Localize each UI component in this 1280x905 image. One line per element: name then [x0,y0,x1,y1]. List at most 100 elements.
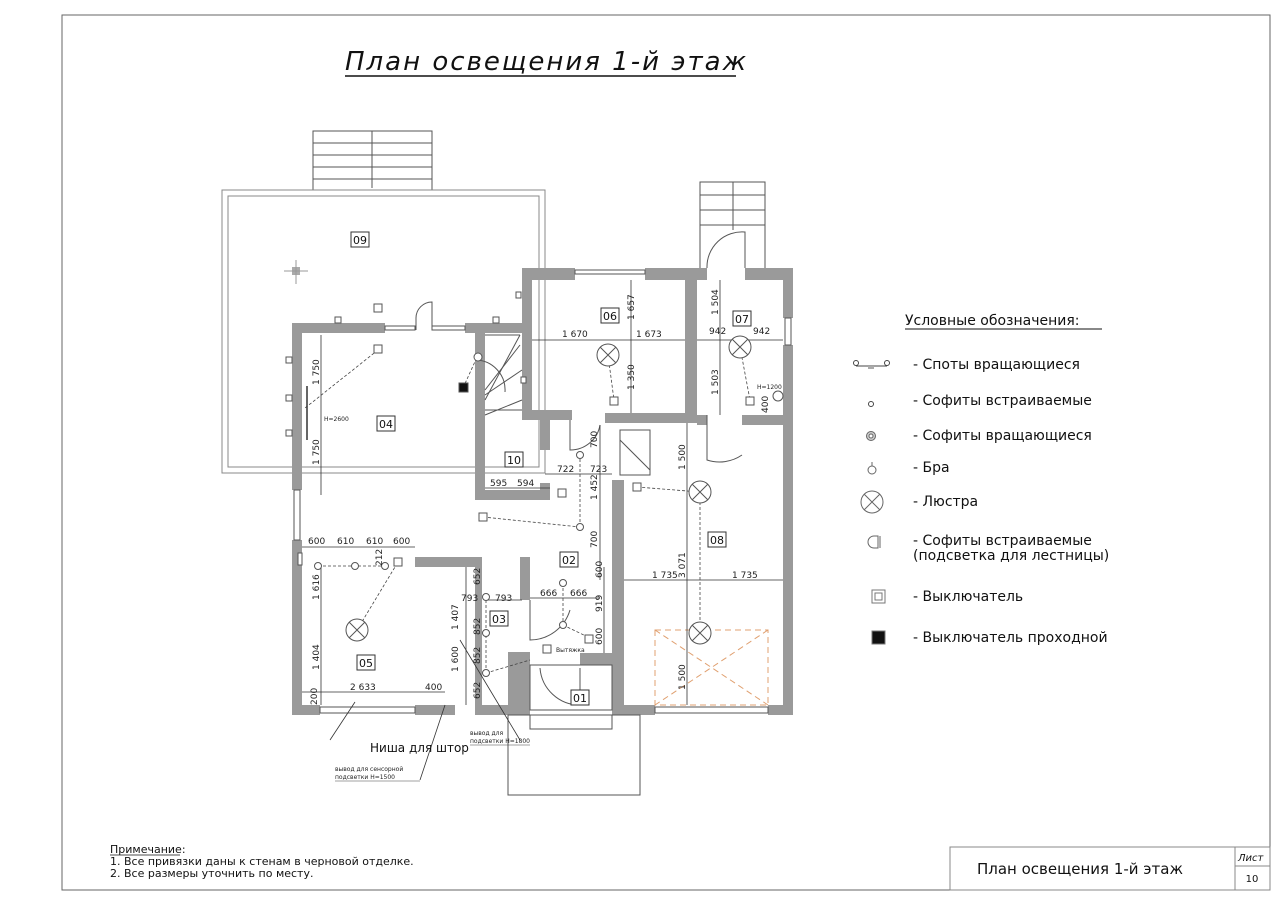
sheet-frame [61,14,1271,891]
chandelier-icons [345,335,752,645]
room-04: 04 [376,415,396,432]
svg-text:10: 10 [507,454,521,467]
chandelier-icon [345,618,369,642]
downlight-icons [314,352,784,677]
walls [292,268,793,715]
svg-text:1 735: 1 735 [732,571,758,581]
svg-text:1 404: 1 404 [312,644,322,670]
entrance-porch [507,664,641,796]
svg-text:942: 942 [753,327,770,337]
svg-text:- Выключатель: - Выключатель [913,589,1023,605]
svg-text:вывод для: вывод для [470,730,504,737]
legend: Условные обозначения: - Споты вращающиес… [853,313,1109,646]
terrace-stairs [312,130,433,191]
svg-text:2. Все размеры уточнить по мес: 2. Все размеры уточнить по месту. [110,867,313,880]
svg-text:200: 200 [310,688,320,705]
svg-text:1 750: 1 750 [312,439,322,465]
floor-plan: 09 04 06 07 10 02 03 05 01 08 1 750 1 75… [221,130,793,796]
title-block-name: План освещения 1-й этаж [977,860,1183,878]
svg-text:07: 07 [735,313,749,326]
interior-stairs [474,334,651,476]
room-09: 09 [350,231,370,248]
svg-text:H=1200: H=1200 [757,384,782,391]
svg-text:подсветки H=1500: подсветки H=1500 [335,774,395,781]
svg-text:400: 400 [425,683,442,693]
svg-text:700: 700 [590,431,600,448]
svg-text:подсветки H=1800: подсветки H=1800 [470,738,530,745]
svg-text:02: 02 [562,554,576,567]
svg-text:600: 600 [308,537,325,547]
garage-hatch-outline [654,629,769,706]
svg-text:723: 723 [590,465,607,475]
svg-text:793: 793 [461,594,478,604]
svg-text:1 670: 1 670 [562,330,588,340]
svg-text:600: 600 [393,537,410,547]
svg-text:1 600: 1 600 [451,646,461,672]
svg-text:1 503: 1 503 [711,369,721,395]
room-labels: 09 04 06 07 10 02 03 05 01 08 [350,231,752,706]
svg-text:Ниша для штор: Ниша для штор [370,741,469,755]
svg-text:- Выключатель проходной: - Выключатель проходной [913,630,1108,646]
terrace-light-icon [284,260,308,284]
room-02: 02 [559,551,579,568]
side-stairs [699,181,766,269]
svg-text:400: 400 [761,396,771,413]
svg-text:595: 595 [490,479,507,489]
recessed-downlight-icon [868,401,874,407]
stair-light-icon [867,535,881,549]
pass-through-switch-icon [871,630,886,645]
svg-text:- Споты вращающиеся: - Споты вращающиеся [913,357,1080,373]
svg-text:- Люстра: - Люстра [913,494,978,510]
svg-text:722: 722 [557,465,574,475]
svg-text:1. Все привязки даны к стенам: 1. Все привязки даны к стенам в черновой… [110,855,414,868]
svg-text:700: 700 [590,531,600,548]
sheet-number: 10 [1246,874,1259,885]
svg-text:- Софиты встраиваемые: - Софиты встраиваемые [913,533,1092,549]
chandelier-icon [596,343,620,367]
chandelier-icon [728,335,752,359]
chandelier-icon [688,621,712,645]
svg-text:(подсветка для лестницы): (подсветка для лестницы) [913,548,1109,564]
wall-sconce-icon [867,462,877,475]
terrace-outline [221,189,546,474]
rotating-downlight-icon [866,431,876,441]
notes: Примечание: 1. Все привязки даны к стена… [110,843,414,880]
room-08: 08 [707,531,727,548]
svg-text:2 633: 2 633 [350,683,376,693]
room-07: 07 [732,310,752,327]
svg-text:852: 852 [473,618,483,635]
svg-text:H=2600: H=2600 [324,416,349,423]
svg-text:610: 610 [366,537,383,547]
svg-text:919: 919 [595,595,605,612]
svg-text:1 500: 1 500 [678,444,688,470]
sheet-label: Лист [1237,853,1265,864]
svg-text:Вытяжка: Вытяжка [556,647,585,654]
svg-text:1 735: 1 735 [652,571,678,581]
svg-text:1 504: 1 504 [711,289,721,315]
dimension-labels: 1 750 1 750 1 670 1 673 1 657 1 350 1 50… [308,289,771,705]
svg-text:852: 852 [473,647,483,664]
svg-text:600: 600 [595,628,605,645]
svg-text:04: 04 [379,418,393,431]
svg-text:594: 594 [517,479,534,489]
svg-text:1 350: 1 350 [627,364,637,390]
svg-text:вывод для сенсорной: вывод для сенсорной [335,766,403,773]
room-01: 01 [570,689,590,706]
svg-text:1 657: 1 657 [627,294,637,320]
svg-text:1 452: 1 452 [590,474,600,500]
switch-icon [871,589,886,604]
svg-text:1 673: 1 673 [636,330,662,340]
svg-text:1 500: 1 500 [678,664,688,690]
svg-text:08: 08 [710,534,724,547]
svg-text:- Софиты вращающиеся: - Софиты вращающиеся [913,428,1092,444]
svg-text:1 750: 1 750 [312,359,322,385]
wall-light-icons [285,291,527,566]
chandelier-icon [860,490,884,514]
svg-text:05: 05 [359,657,373,670]
svg-text:652: 652 [473,682,483,699]
title-block: План освещения 1-й этаж Лист 10 [949,846,1271,891]
svg-text:1 616: 1 616 [312,574,322,600]
svg-text:01: 01 [573,692,587,705]
room-10: 10 [504,451,524,468]
